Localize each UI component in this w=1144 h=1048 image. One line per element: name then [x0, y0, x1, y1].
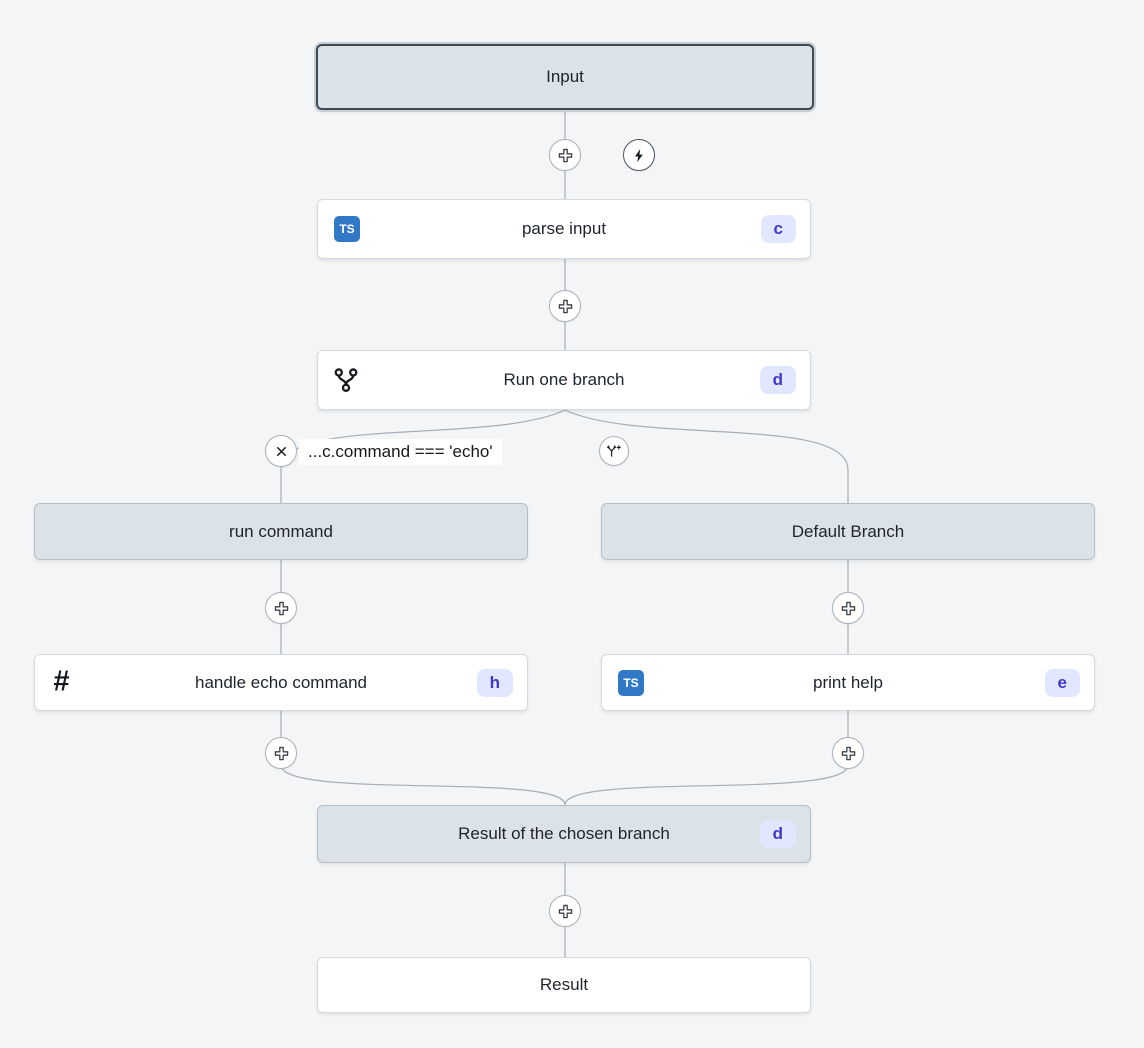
- step-id-badge: d: [759, 820, 796, 848]
- node-parse-input[interactable]: TS parse input c: [317, 199, 811, 259]
- plus-icon: [841, 601, 856, 616]
- step-id-badge: e: [1044, 668, 1080, 697]
- bolt-icon: [632, 148, 647, 163]
- typescript-icon: TS: [334, 216, 360, 242]
- node-handle-echo-label: handle echo command: [194, 672, 367, 692]
- trigger-button[interactable]: [623, 139, 655, 171]
- step-id-badge: d: [759, 366, 796, 394]
- node-parse-input-label: parse input: [521, 219, 607, 238]
- plus-icon: [274, 601, 289, 616]
- node-run-command-label: run command: [229, 521, 333, 541]
- add-branch-icon: [606, 443, 622, 459]
- step-id-badge: c: [760, 215, 796, 243]
- node-run-one-branch[interactable]: Run one branch d: [317, 350, 811, 410]
- branch-condition-label[interactable]: ...c.command === 'echo': [299, 439, 502, 465]
- typescript-icon: TS: [618, 669, 644, 696]
- add-step-button[interactable]: [265, 592, 297, 624]
- hash-icon: #: [53, 664, 70, 697]
- node-result-label: Result: [539, 975, 589, 994]
- step-id-badge: h: [476, 668, 513, 697]
- add-step-button[interactable]: [265, 737, 297, 769]
- plus-icon: [558, 148, 573, 163]
- close-icon: [274, 444, 289, 459]
- plus-icon: [841, 746, 856, 761]
- node-result[interactable]: Result: [317, 957, 811, 1013]
- node-print-help-label: print help: [813, 672, 883, 692]
- add-step-button[interactable]: [832, 737, 864, 769]
- node-print-help[interactable]: TS print help e: [601, 654, 1095, 711]
- add-branch-button[interactable]: [599, 436, 629, 466]
- node-run-command-branch[interactable]: run command: [34, 503, 528, 560]
- git-branch-icon: [332, 366, 360, 394]
- add-step-button[interactable]: [549, 895, 581, 927]
- node-input[interactable]: Input: [316, 44, 814, 110]
- node-default-branch-label: Default Branch: [791, 521, 905, 541]
- node-branch-result-label: Result of the chosen branch: [458, 824, 670, 843]
- plus-icon: [558, 299, 573, 314]
- node-run-one-branch-label: Run one branch: [503, 370, 625, 389]
- add-step-button[interactable]: [832, 592, 864, 624]
- node-branch-result[interactable]: Result of the chosen branch d: [317, 805, 811, 863]
- plus-icon: [274, 746, 289, 761]
- node-default-branch[interactable]: Default Branch: [601, 503, 1095, 560]
- node-input-label: Input: [546, 67, 584, 86]
- add-step-button[interactable]: [549, 139, 581, 171]
- add-step-button[interactable]: [549, 290, 581, 322]
- node-handle-echo-command[interactable]: # handle echo command h: [34, 654, 528, 711]
- remove-branch-button[interactable]: [265, 435, 297, 467]
- plus-icon: [558, 904, 573, 919]
